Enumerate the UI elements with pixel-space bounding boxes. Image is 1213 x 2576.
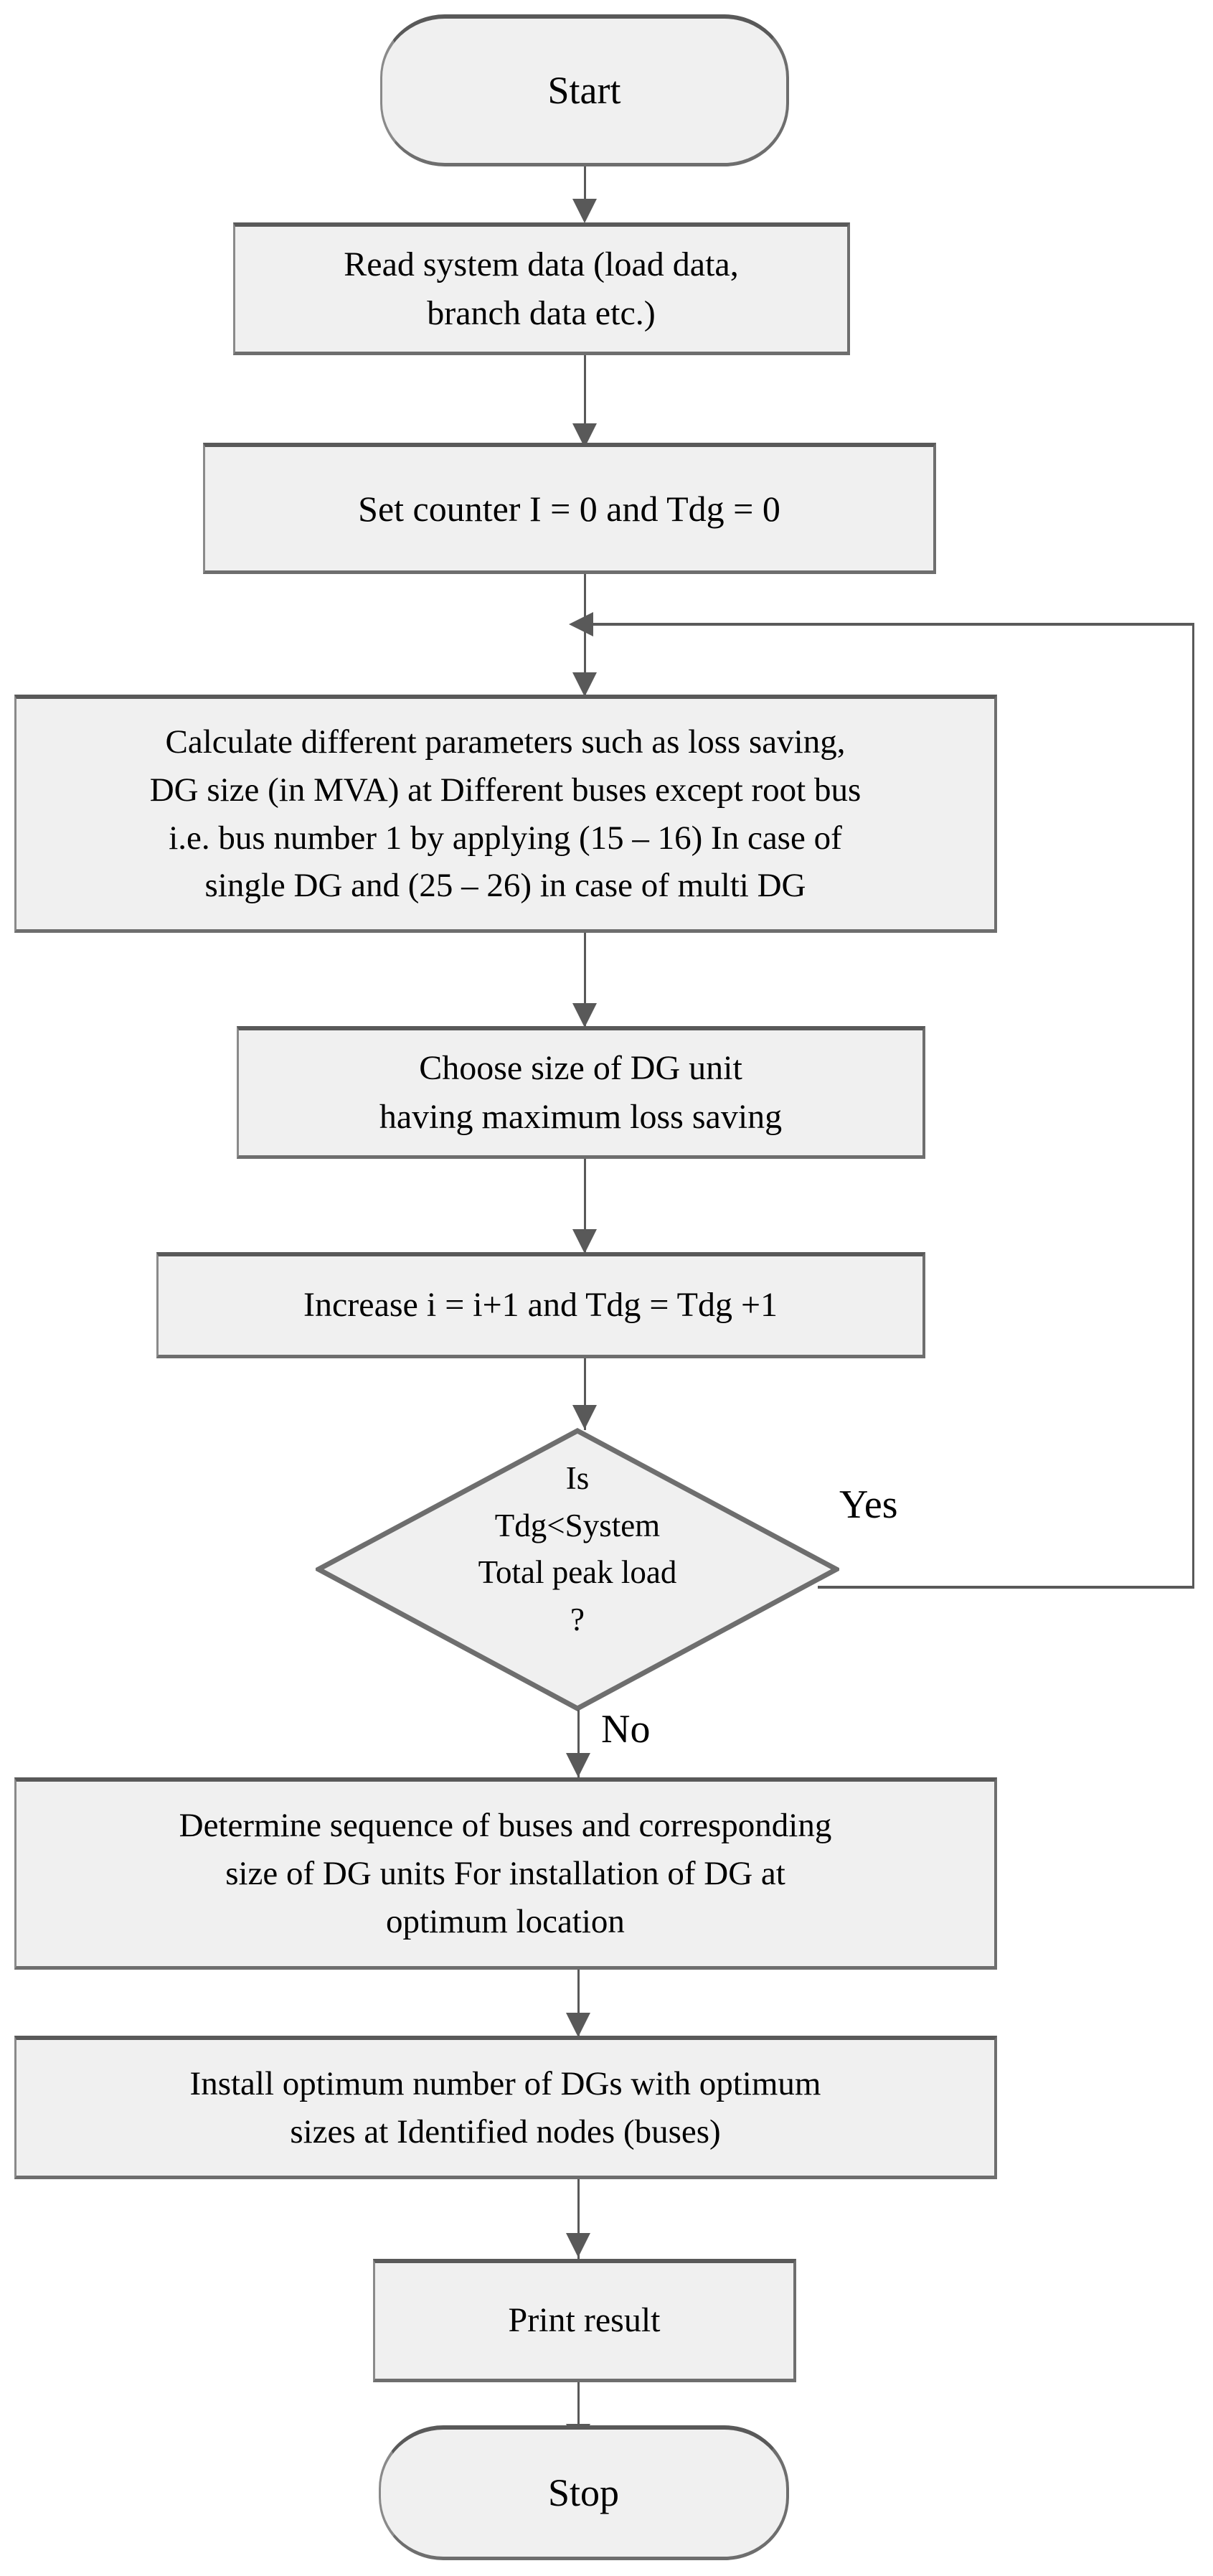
node-start-label: Start [547, 69, 621, 113]
connector-increase-to-decision [584, 1358, 586, 1430]
connector-calculate-to-choose [584, 933, 586, 1026]
node-increase-counters[interactable]: Increase i = i+1 and Tdg = Tdg +1 [156, 1252, 925, 1358]
connector-print-to-stop [577, 2382, 580, 2463]
node-start[interactable]: Start [380, 14, 789, 166]
feedback-loop-horizontal-bottom [818, 1586, 1194, 1589]
connector-determine-to-install [577, 1970, 580, 2038]
feedback-loop-horizontal-top [582, 623, 1194, 626]
arrowhead-install [566, 2013, 590, 2037]
node-decision[interactable]: Is Tdg<System Total peak load ? [316, 1428, 839, 1711]
node-determine-sequence[interactable]: Determine sequence of buses and correspo… [14, 1777, 997, 1970]
connector-read-to-counter [584, 355, 586, 443]
node-print-result[interactable]: Print result [373, 2259, 796, 2382]
connector-decision-to-determine [577, 1710, 580, 1778]
node-calculate-parameters-label: Calculate different parameters such as l… [149, 723, 862, 905]
arrowhead-feedback-loop [569, 612, 593, 636]
arrowhead-choose [572, 1003, 597, 1028]
arrowhead-determine [566, 1753, 590, 1777]
node-set-counter-label: Set counter I = 0 and Tdg = 0 [358, 488, 780, 529]
node-set-counter[interactable]: Set counter I = 0 and Tdg = 0 [203, 443, 936, 574]
arrowhead-read [572, 199, 597, 223]
node-read-system-data[interactable]: Read system data (load data, branch data… [233, 222, 850, 355]
node-stop-label: Stop [547, 2471, 620, 2515]
node-print-result-label: Print result [508, 2301, 661, 2340]
connector-choose-to-increase [584, 1159, 586, 1252]
arrowhead-decision [572, 1405, 597, 1429]
node-choose-size[interactable]: Choose size of DG unit having maximum lo… [237, 1026, 925, 1159]
node-read-system-data-label: Read system data (load data, branch data… [344, 245, 739, 332]
feedback-loop-vertical [1192, 623, 1194, 1589]
connector-install-to-print [577, 2179, 580, 2262]
node-install-dgs[interactable]: Install optimum number of DGs with optim… [14, 2036, 997, 2179]
node-determine-sequence-label: Determine sequence of buses and correspo… [179, 1807, 832, 1940]
edge-label-no: No [601, 1707, 651, 1752]
node-choose-size-label: Choose size of DG unit having maximum lo… [379, 1048, 783, 1136]
arrowhead-calculate [572, 672, 597, 697]
edge-label-yes: Yes [839, 1482, 898, 1527]
node-calculate-parameters[interactable]: Calculate different parameters such as l… [14, 695, 997, 933]
diamond-shape-icon [316, 1428, 839, 1711]
connector-start-to-read [584, 166, 586, 218]
arrowhead-increase [572, 1229, 597, 1254]
arrowhead-print [566, 2233, 590, 2257]
node-stop[interactable]: Stop [379, 2425, 789, 2560]
node-increase-counters-label: Increase i = i+1 and Tdg = Tdg +1 [303, 1286, 778, 1325]
node-install-dgs-label: Install optimum number of DGs with optim… [189, 2064, 821, 2150]
